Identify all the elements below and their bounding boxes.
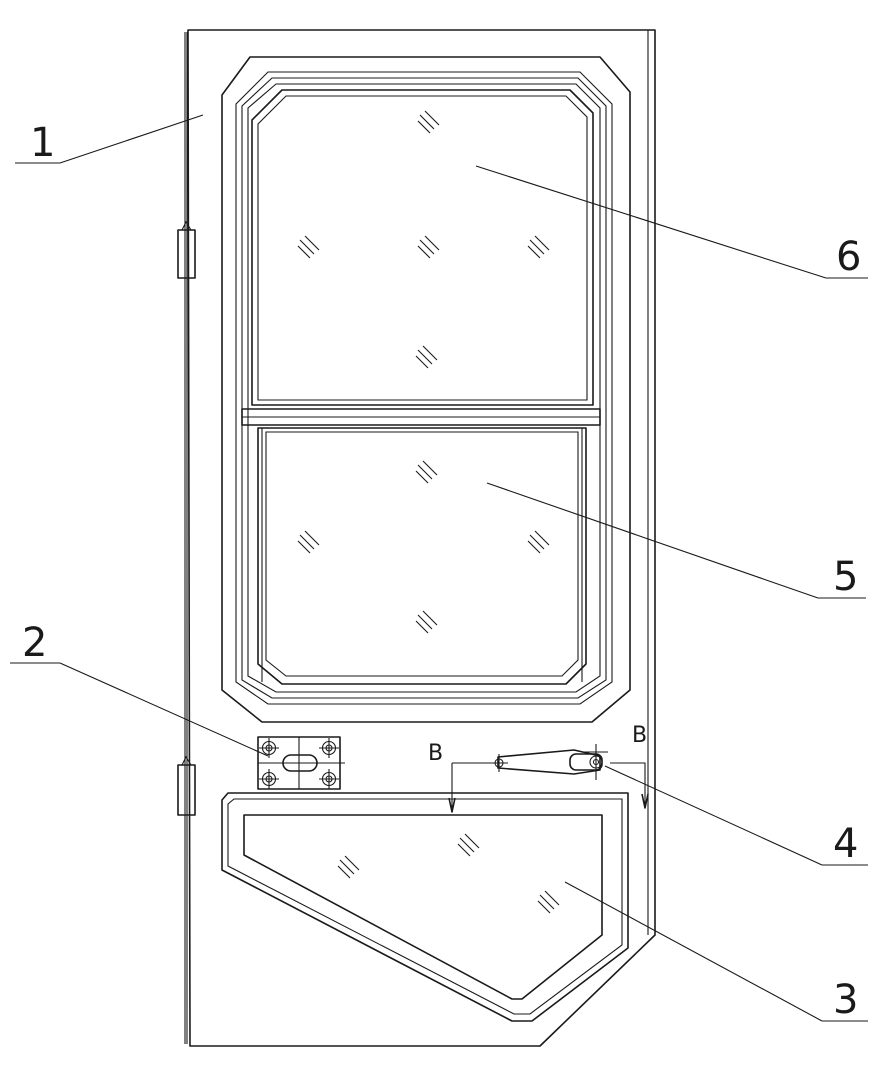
callout-label-1: 1: [30, 120, 55, 166]
callout-label-2: 2: [22, 620, 47, 666]
hinge-line: [184, 32, 188, 1044]
callout-5: 5: [486, 482, 866, 600]
callout-label-3: 3: [833, 977, 858, 1023]
section-label-left: B: [428, 741, 443, 766]
lower-hinge: [177, 755, 196, 816]
callout-3: 3: [564, 881, 868, 1023]
lock-plate: [257, 736, 345, 790]
section-line-b: B B: [428, 723, 649, 813]
upper-window-frame: [221, 56, 631, 723]
window-latch: [490, 744, 608, 780]
lower-glass-pane: [257, 427, 587, 685]
callout-label-5: 5: [833, 554, 858, 600]
callout-1: 1: [15, 114, 204, 166]
callout-4: 4: [604, 765, 868, 867]
callout-label-6: 6: [836, 234, 861, 280]
callout-6: 6: [475, 165, 868, 280]
upper-hinge: [177, 220, 196, 279]
upper-glass-pane: [251, 89, 594, 406]
lower-triangular-window: [221, 792, 629, 1022]
door-panel: [187, 29, 656, 1047]
section-label-right: B: [632, 723, 647, 748]
window-mullion: [241, 408, 601, 426]
callout-label-4: 4: [833, 821, 858, 867]
callout-2: 2: [10, 620, 269, 757]
